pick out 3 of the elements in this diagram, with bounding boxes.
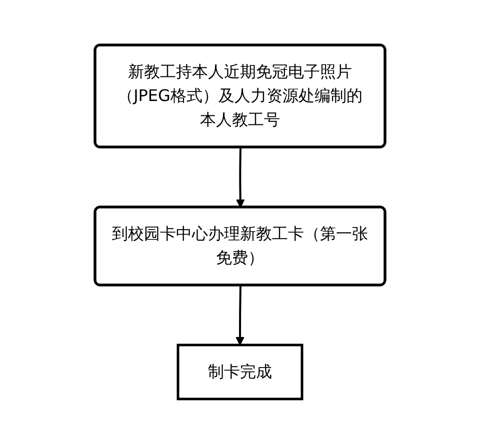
- arrow: [236, 146, 245, 208]
- node-box: 制卡完成: [176, 343, 304, 400]
- arrow: [236, 284, 244, 345]
